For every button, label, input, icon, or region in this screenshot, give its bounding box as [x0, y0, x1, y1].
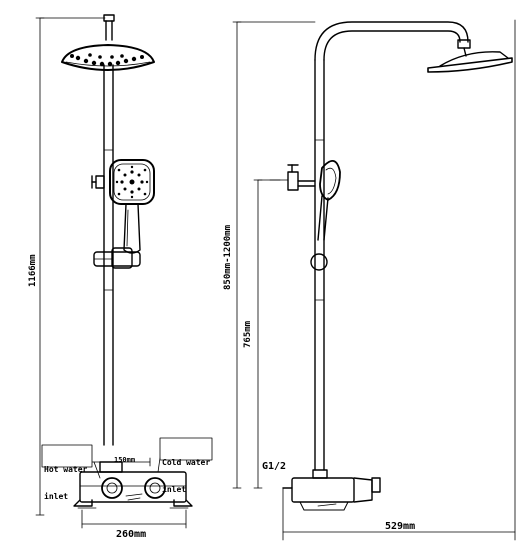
- callout-leaders: [41, 437, 213, 479]
- overhead-shower-head-side: [427, 47, 513, 73]
- thread-size-label: G1/2: [262, 461, 287, 472]
- adjust-height-label: 850mm-1200mm: [223, 224, 233, 290]
- hand-shower-front: [109, 159, 155, 254]
- hand-shower-side: [317, 160, 341, 241]
- overhead-shower-head-front: [61, 14, 155, 71]
- nozzle-dots: [70, 53, 144, 67]
- arm-width-label: 150mm: [114, 456, 136, 464]
- valve-width-dimension-line: [81, 509, 187, 529]
- side-view: [232, 19, 516, 541]
- riser-and-arm-side: [314, 21, 471, 471]
- adjust-height-dimension-line: [232, 21, 316, 489]
- thermostatic-valve-side: [282, 469, 381, 511]
- slide-holder-side: [310, 253, 328, 271]
- depth-label: 529mm: [385, 521, 416, 532]
- valve-width-label: 260mm: [116, 529, 147, 540]
- diverter-knob-front: [91, 175, 105, 189]
- diverter-side: [269, 164, 316, 191]
- total-height-label: 1166mm: [28, 254, 38, 287]
- outlet-height-label: 765mm: [243, 320, 253, 348]
- height-dimension-line: [35, 17, 106, 516]
- thermostatic-valve-front: [73, 461, 193, 509]
- cold-water-inlet-label: Cold water inlet: [162, 458, 211, 494]
- hot-water-inlet-label: Hot water inlet: [44, 465, 88, 501]
- depth-dimension-line: [282, 19, 516, 541]
- slide-holder-front: [93, 247, 141, 269]
- front-view: [35, 14, 213, 529]
- outlet-height-dimension-line: [253, 179, 281, 489]
- riser-pipe-front: [103, 64, 114, 446]
